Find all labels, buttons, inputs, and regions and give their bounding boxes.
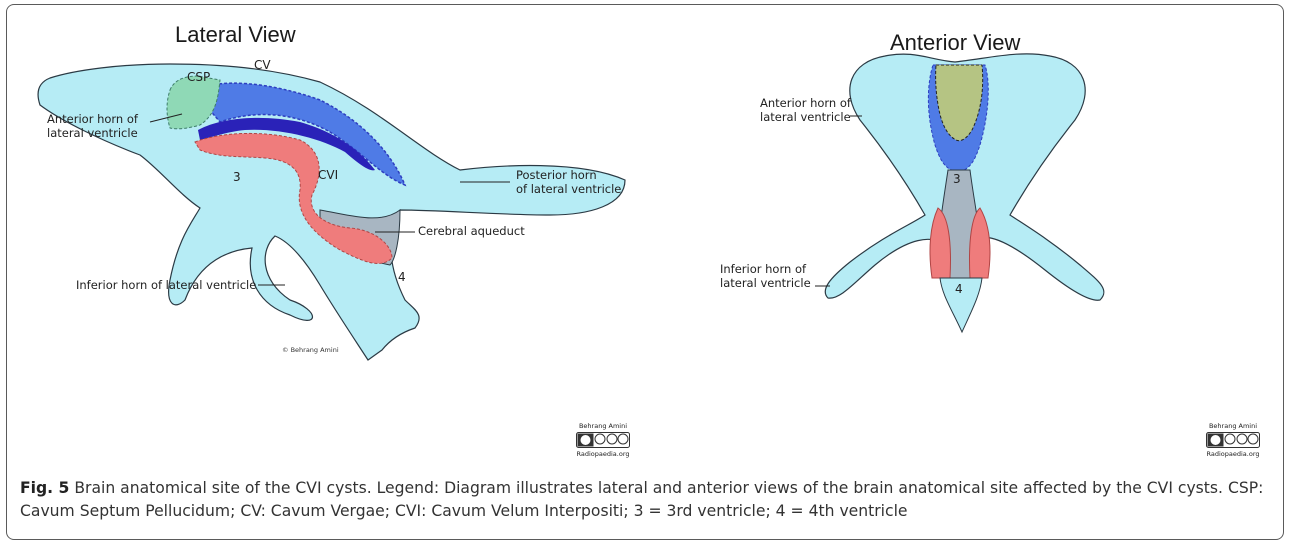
lateral-diagram [20, 10, 640, 430]
label-posterior-horn: Posterior horn of lateral ventricle [516, 168, 621, 196]
badge-author: Behrang Amini [576, 422, 630, 430]
label-cv: CV [254, 58, 271, 72]
label-4th-ventricle: 4 [398, 270, 406, 284]
lateral-view-panel: Lateral View CSP CV CVI 3 4 Anterior hor… [20, 10, 640, 430]
license-badge-lateral: Behrang Amini Radiopaedia.org [576, 422, 630, 458]
label-csp: CSP [187, 70, 210, 84]
figure-caption: Fig. 5 Brain anatomical site of the CVI … [20, 477, 1270, 523]
figure-number: Fig. 5 [20, 479, 69, 497]
label-3rd-ventricle: 3 [233, 170, 241, 184]
license-badge-anterior: Behrang Amini Radiopaedia.org [1206, 422, 1260, 458]
badge-site: Radiopaedia.org [576, 450, 630, 458]
label-cvi: CVI [318, 168, 338, 182]
anterior-label-4: 4 [955, 282, 963, 296]
badge-author: Behrang Amini [1206, 422, 1260, 430]
anterior-view-panel: Anterior View 3 4 Anterior horn of later… [690, 10, 1270, 430]
anterior-label-inferior-horn: Inferior horn of lateral ventricle [720, 262, 811, 290]
author-credit: © Behrang Amini [282, 346, 339, 354]
anterior-diagram [690, 10, 1270, 430]
anterior-label-3: 3 [953, 172, 961, 186]
lateral-view-title: Lateral View [175, 22, 296, 48]
label-inferior-horn: Inferior horn of lateral ventricle [76, 278, 256, 292]
anterior-view-title: Anterior View [890, 30, 1020, 56]
cc-license-icon [576, 432, 630, 448]
anterior-label-anterior-horn: Anterior horn of lateral ventricle [760, 96, 851, 124]
caption-text: Brain anatomical site of the CVI cysts. … [20, 479, 1263, 520]
badge-site: Radiopaedia.org [1206, 450, 1260, 458]
label-cerebral-aqueduct: Cerebral aqueduct [418, 224, 525, 238]
cc-license-icon [1206, 432, 1260, 448]
label-anterior-horn: Anterior horn of lateral ventricle [47, 112, 138, 140]
